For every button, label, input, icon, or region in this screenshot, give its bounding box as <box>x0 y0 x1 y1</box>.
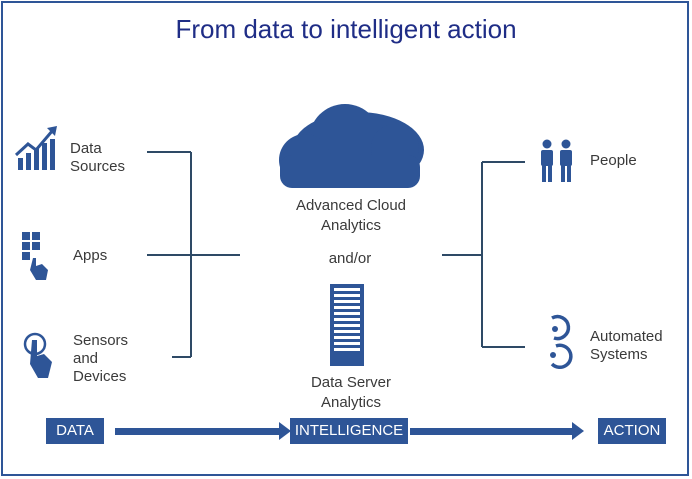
data-sources-line-1: Data <box>70 140 102 157</box>
action-pill: ACTION <box>598 418 666 444</box>
sensors-line-1: Sensors <box>73 332 129 349</box>
people-line-1: People <box>590 152 637 169</box>
server-line-2: Analytics <box>320 394 382 411</box>
apps-line-1: Apps <box>73 247 108 264</box>
touch-icon <box>23 332 52 378</box>
connector-label: and/or <box>328 250 372 267</box>
sensors-label: Sensors and Devices <box>73 332 128 386</box>
sensors-line-3: Devices <box>73 368 127 385</box>
server-label: Data Server Analytics <box>268 373 434 413</box>
automated-line-1: Automated <box>590 328 663 345</box>
chart-icon <box>14 126 57 170</box>
data-sources-label: Data Sources <box>70 140 125 176</box>
cloud-label: Advanced Cloud Analytics <box>268 196 434 236</box>
data-pill: DATA <box>46 418 104 444</box>
apps-touch-icon <box>22 232 48 280</box>
intelligence-pill: INTELLIGENCE <box>290 418 408 444</box>
input-bracket <box>147 151 240 358</box>
cloud-line-1: Advanced Cloud <box>295 197 407 214</box>
cloud-line-2: Analytics <box>320 217 382 234</box>
automated-line-2: Systems <box>590 346 648 363</box>
server-line-1: Data Server <box>310 374 392 391</box>
data-sources-line-2: Sources <box>70 158 126 175</box>
gears-icon <box>550 314 573 370</box>
people-label: People <box>590 152 637 170</box>
diagram-title: From data to intelligent action <box>175 14 517 44</box>
automated-label: Automated Systems <box>590 328 663 364</box>
server-icon <box>330 284 364 366</box>
people-icon <box>541 139 572 182</box>
cloud-icon <box>279 104 424 188</box>
apps-label: Apps <box>73 247 107 265</box>
output-bracket <box>442 161 525 348</box>
sensors-line-2: and <box>73 350 99 367</box>
flow-arrows <box>115 422 584 440</box>
